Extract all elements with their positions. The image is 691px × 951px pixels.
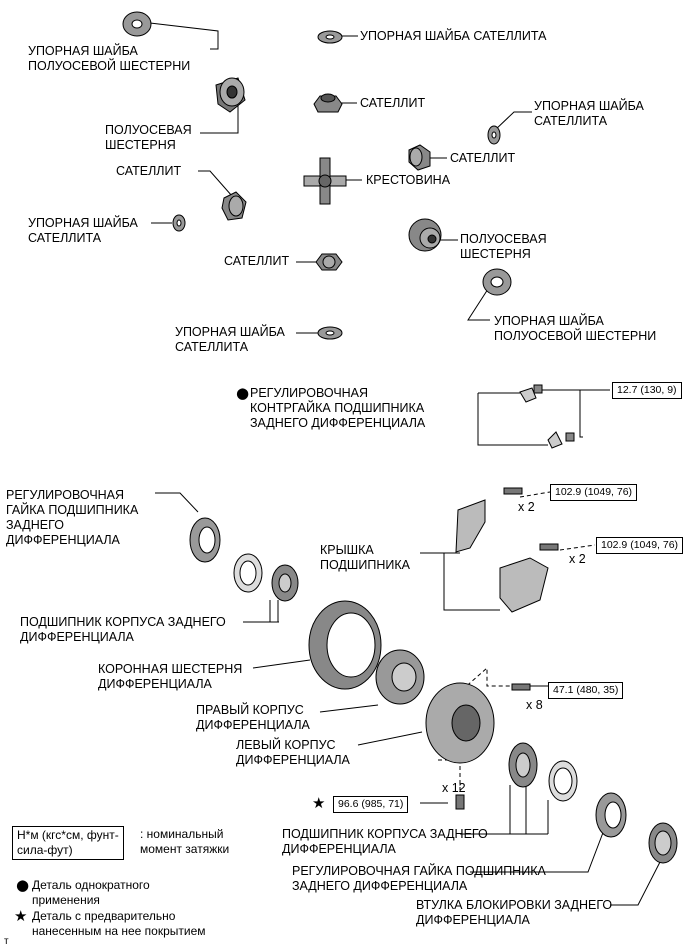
label-thrust-washer-pinion-bottom: УПОРНАЯ ШАЙБА САТЕЛЛИТА xyxy=(175,325,285,354)
lock-nut-upper-part xyxy=(519,387,537,403)
label-side-gear-1: ПОЛУОСЕВАЯ ШЕСТЕРНЯ xyxy=(105,123,192,152)
right-case-part xyxy=(375,649,425,705)
label-pinion-4: САТЕЛЛИТ xyxy=(224,254,290,268)
leader-pinion-3 xyxy=(198,170,233,197)
label-side-gear-2: ПОЛУОСЕВАЯ ШЕСТЕРНЯ xyxy=(460,232,547,261)
label-adjusting-nut-right: РЕГУЛИРОВОЧНАЯ ГАЙКА ПОДШИПНИКА ЗАДНЕГО … xyxy=(292,864,546,893)
leader-lock-nut xyxy=(477,393,548,446)
label-pinion-2: САТЕЛЛИТ xyxy=(450,151,516,165)
footer-mark: т xyxy=(4,936,9,947)
leader-thrust-washer-pinion-right xyxy=(493,111,532,132)
label-cross-shaft: КРЕСТОВИНА xyxy=(366,173,451,187)
legend-circle-icon: ● xyxy=(16,876,30,894)
label-thrust-washer-side-gear-1: УПОРНАЯ ШАЙБА ПОЛУОСЕВОЙ ШЕСТЕРНИ xyxy=(28,44,191,73)
label-thrust-washer-side-gear-2: УПОРНАЯ ШАЙБА ПОЛУОСЕВОЙ ШЕСТЕРНИ xyxy=(494,314,657,343)
label-right-case: ПРАВЫЙ КОРПУС ДИФФЕРЕНЦИАЛА xyxy=(196,703,310,732)
pinion-1-part xyxy=(313,93,343,113)
bearing-cap-upper-part xyxy=(455,499,486,553)
leader-thrust-washer-side-gear-2 xyxy=(467,288,490,321)
precoated-star-icon: ★ xyxy=(312,794,326,812)
side-gear-2-part xyxy=(408,218,442,252)
label-adjusting-nut-left: РЕГУЛИРОВОЧНАЯ ГАЙКА ПОДШИПНИКА ЗАДНЕГО … xyxy=(6,488,139,547)
torque-cap-lower: 102.9 (1049, 76) xyxy=(596,537,684,554)
bearing-left-part xyxy=(233,553,299,602)
leader-lock-sleeve xyxy=(610,861,661,906)
bearing-right-part xyxy=(508,742,578,802)
thrust-washer-side-gear-1-part xyxy=(122,11,152,37)
label-lock-nut: РЕГУЛИРОВОЧНАЯ КОНТРГАЙКА ПОДШИПНИКА ЗАД… xyxy=(250,386,426,430)
torque-lock-nut: 12.7 (130, 9) xyxy=(612,382,682,399)
leader-bearing-cap xyxy=(420,552,500,611)
leader-adjusting-nut-right xyxy=(470,829,605,873)
torque-ring-gear-bolts: 96.6 (985, 71) xyxy=(333,796,409,813)
ring-gear-part xyxy=(308,600,382,690)
label-thrust-washer-pinion-left: УПОРНАЯ ШАЙБА САТЕЛЛИТА xyxy=(28,216,138,245)
mult-cap-upper: x 2 xyxy=(518,500,535,514)
parts xyxy=(122,11,678,864)
leader-left-case xyxy=(357,731,423,746)
one-time-use-icon: ● xyxy=(236,384,250,402)
left-case-part xyxy=(425,682,495,764)
label-left-case: ЛЕВЫЙ КОРПУС ДИФФЕРЕНЦИАЛА xyxy=(236,738,350,767)
legend-star-desc: Деталь с предварительно нанесенным на не… xyxy=(32,909,206,938)
leader-right-case xyxy=(319,704,379,713)
label-bearing-cap: КРЫШКА ПОДШИПНИКА xyxy=(320,543,410,572)
pinion-2-part xyxy=(408,144,431,171)
mult-ring-gear-bolts: x 12 xyxy=(442,781,466,795)
bearing-cap-lower-part xyxy=(499,557,549,613)
torque-cap-upper: 102.9 (1049, 76) xyxy=(550,484,638,501)
legend-torque-unit-box: Н*м (кгс*см, фунт- сила-фут) xyxy=(12,826,124,860)
leader-thrust-washer-side-gear-1 xyxy=(149,22,219,50)
label-thrust-washer-pinion-top: УПОРНАЯ ШАЙБА САТЕЛЛИТА xyxy=(360,29,547,43)
leader-ring-gear xyxy=(252,659,311,669)
legend-circle-desc: Деталь однократного применения xyxy=(32,878,150,907)
label-bearing-right: ПОДШИПНИК КОРПУСА ЗАДНЕГО ДИФФЕРЕНЦИАЛА xyxy=(282,827,488,856)
side-gear-1-part xyxy=(215,77,246,113)
label-pinion-3: САТЕЛЛИТ xyxy=(116,164,182,178)
label-ring-gear: КОРОННАЯ ШЕСТЕРНЯ ДИФФЕРЕНЦИАЛА xyxy=(98,662,243,691)
mult-cap-lower: x 2 xyxy=(569,552,586,566)
lock-nut-lower-part xyxy=(547,431,563,449)
mult-case-bolts: x 8 xyxy=(526,698,543,712)
label-lock-sleeve: ВТУЛКА БЛОКИРОВКИ ЗАДНЕГО ДИФФЕРЕНЦИАЛА xyxy=(416,898,613,927)
label-bearing-left: ПОДШИПНИК КОРПУСА ЗАДНЕГО ДИФФЕРЕНЦИАЛА xyxy=(20,615,226,644)
leader-bearing-left xyxy=(243,600,279,623)
legend-torque-desc: : номинальный момент затяжки xyxy=(140,827,230,856)
leader-adjusting-nut-left xyxy=(155,492,199,513)
legend-star-icon: ★ xyxy=(14,907,28,925)
pinion-3-part xyxy=(221,191,247,221)
cross-shaft-part xyxy=(303,157,347,205)
label-thrust-washer-pinion-right: УПОРНАЯ ШАЙБА САТЕЛЛИТА xyxy=(534,99,644,128)
pinion-4-part xyxy=(315,253,343,271)
label-pinion-1: САТЕЛЛИТ xyxy=(360,96,426,110)
torque-case-bolts: 47.1 (480, 35) xyxy=(548,682,624,699)
